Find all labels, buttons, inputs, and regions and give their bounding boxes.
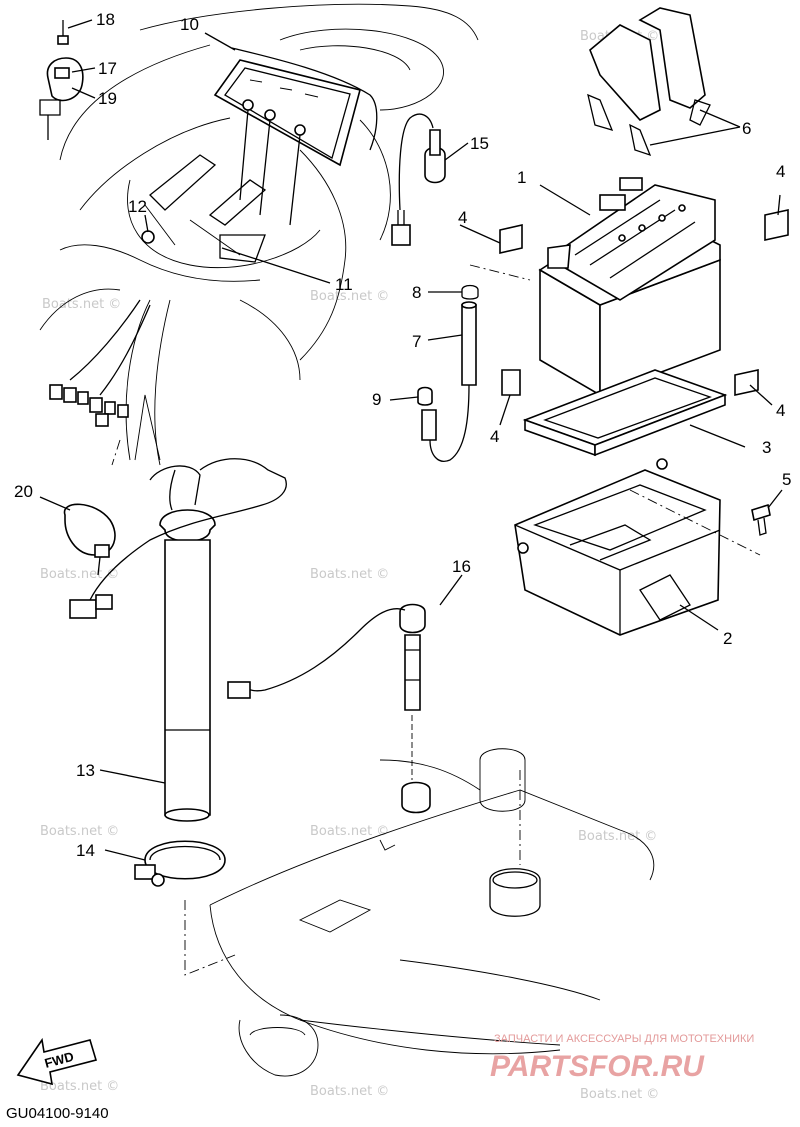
hose-clamp (134, 840, 226, 887)
callout-6: 6 (742, 119, 751, 138)
hull-lower-outline (209, 748, 655, 1077)
cable-tie (63, 503, 116, 576)
callout-12: 12 (128, 197, 147, 216)
battery (538, 177, 721, 397)
callout-16: 16 (452, 557, 471, 576)
brand-watermark: ЗАПЧАСТИ И АКСЕССУАРЫ ДЛЯ МОТОТЕХНИКИ PA… (490, 1033, 754, 1083)
callout-17: 17 (98, 59, 117, 78)
wire-harness-connectors (49, 299, 151, 427)
battery-box (514, 458, 721, 636)
fwd-arrow-icon: FWD (16, 1037, 98, 1086)
callout-11: 11 (335, 275, 353, 294)
temperature-sensor (227, 603, 431, 814)
callout-1: 1 (517, 168, 526, 187)
callout-4: 4 (776, 162, 785, 181)
callout-4: 4 (458, 208, 467, 227)
callout-20: 20 (14, 482, 33, 501)
watermark: Boats.net © (578, 829, 657, 844)
callout-9: 9 (372, 390, 381, 409)
battery-bands (587, 7, 711, 157)
fwd-label: FWD (43, 1049, 75, 1071)
watermark: Boats.net © (40, 567, 119, 582)
watermark: Boats.net © (310, 824, 389, 839)
callouts: 1 2 3 4 4 4 4 5 6 7 8 9 10 11 12 13 14 1… (14, 10, 791, 860)
routing-lines (111, 264, 761, 976)
callout-13: 13 (76, 761, 95, 780)
callout-2: 2 (723, 629, 732, 648)
watermark: Boats.net © (42, 297, 121, 312)
callout-8: 8 (412, 283, 421, 302)
fuel-sender (69, 458, 287, 822)
watermark: Boats.net © (40, 824, 119, 839)
battery-mat (522, 369, 728, 457)
callout-5: 5 (782, 470, 791, 489)
watermark: Boats.net © (310, 567, 389, 582)
brand-tagline: ЗАПЧАСТИ И АКСЕССУАРЫ ДЛЯ МОТОТЕХНИКИ (494, 1033, 754, 1045)
callout-7: 7 (412, 332, 421, 351)
warning-labels (499, 209, 789, 396)
sensor (391, 113, 446, 246)
callout-18: 18 (96, 10, 115, 29)
callout-4: 4 (776, 401, 785, 420)
watermarks: Boats.net © Boats.net © Boats.net © Boat… (40, 29, 659, 1102)
brand-logo: PARTSFOR.RU (490, 1050, 705, 1083)
watermark: Boats.net © (580, 1087, 659, 1102)
leader-lines (39, 19, 783, 861)
callout-14: 14 (76, 841, 95, 860)
watermark: Boats.net © (40, 1079, 119, 1094)
callout-10: 10 (180, 15, 199, 34)
drawing-code: GU04100-9140 (6, 1105, 109, 1122)
breather-pipe (417, 284, 479, 462)
wire-clamp (39, 20, 84, 140)
hull-top-outline (39, 3, 479, 466)
callout-4: 4 (490, 427, 499, 446)
watermark: Boats.net © (310, 1084, 389, 1099)
callout-15: 15 (470, 134, 489, 153)
meter-assembly (141, 47, 378, 263)
watermark: Boats.net © (310, 289, 389, 304)
callout-3: 3 (762, 438, 771, 457)
bolt (751, 503, 771, 536)
callout-19: 19 (98, 89, 117, 108)
